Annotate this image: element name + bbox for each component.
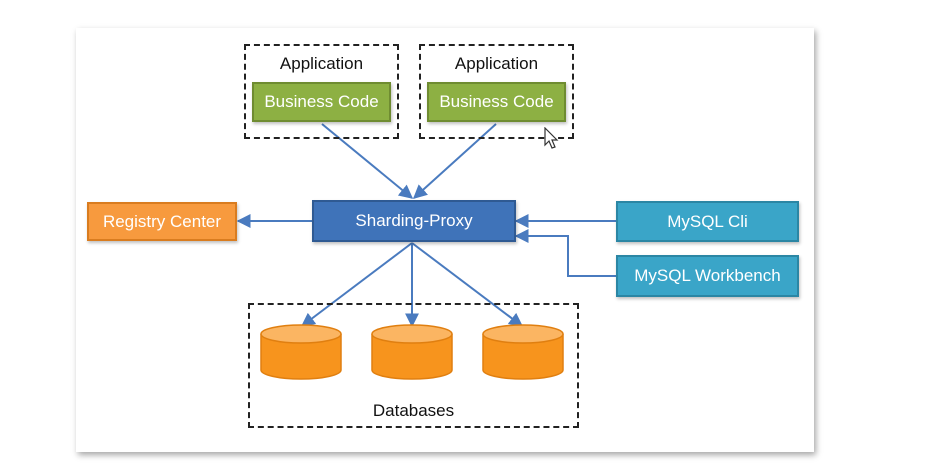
database-icon-1 xyxy=(260,324,342,380)
mysql-workbench-box[interactable]: MySQL Workbench xyxy=(616,255,799,297)
mouse-cursor-icon xyxy=(544,127,559,149)
databases-label: Databases xyxy=(372,401,455,420)
mysql-cli-box[interactable]: MySQL Cli xyxy=(616,201,799,242)
business-code-box-1[interactable]: Business Code xyxy=(252,82,391,122)
databases-group: Databases xyxy=(248,303,579,428)
application-title: Application xyxy=(279,54,364,73)
database-icon-3 xyxy=(482,324,564,380)
business-code-box-2[interactable]: Business Code xyxy=(427,82,566,122)
registry-center-box[interactable]: Registry Center xyxy=(87,202,237,241)
database-icon-2 xyxy=(371,324,453,380)
sharding-proxy-box[interactable]: Sharding-Proxy xyxy=(312,200,516,242)
application-group-1: Application xyxy=(244,44,399,139)
application-title: Application xyxy=(454,54,539,73)
application-group-2: Application xyxy=(419,44,574,139)
